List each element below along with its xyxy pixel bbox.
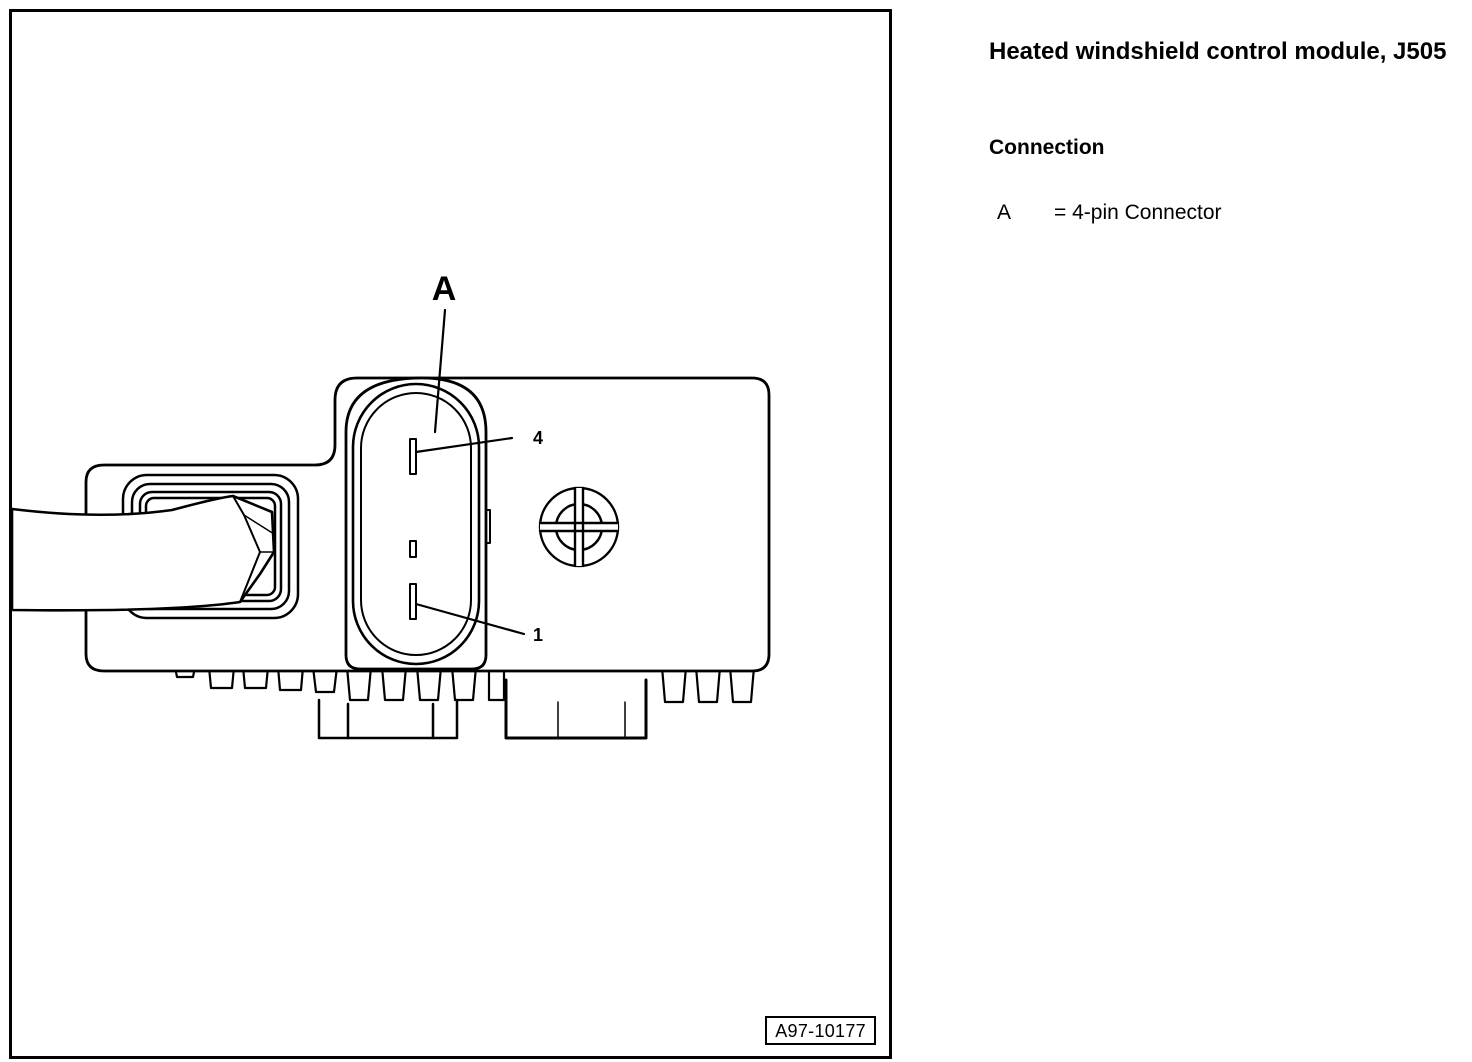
callout-label-a: A xyxy=(432,270,457,308)
callout-lines xyxy=(414,308,526,636)
section-heading: Connection xyxy=(989,136,1105,159)
pin-4 xyxy=(409,438,417,475)
legend-key: A xyxy=(997,201,1012,224)
lower-connector-right xyxy=(504,678,648,740)
illustration-frame: A 4 1 A97-10177 xyxy=(9,9,892,1059)
description-panel: Heated windshield control module, J505 C… xyxy=(989,36,1469,224)
callout-label-pin-1: 1 xyxy=(533,625,543,645)
mounting-crosshair-symbol xyxy=(538,486,620,568)
pin-middle xyxy=(409,540,417,558)
legend-item: A = 4-pin Connector xyxy=(997,201,1222,225)
four-pin-connector xyxy=(344,376,488,671)
wiring-harness xyxy=(12,494,276,612)
figure-id-label: A97-10177 xyxy=(765,1016,876,1045)
callout-label-pin-4: 4 xyxy=(533,428,543,448)
module-bottom-pins xyxy=(173,665,756,704)
legend-value: = 4-pin Connector xyxy=(1054,201,1222,224)
lower-connector-left xyxy=(317,698,459,740)
pin-1 xyxy=(409,583,417,620)
control-module-drawing: A 4 1 xyxy=(12,270,771,740)
page-title: Heated windshield control module, J505 xyxy=(989,38,1447,65)
